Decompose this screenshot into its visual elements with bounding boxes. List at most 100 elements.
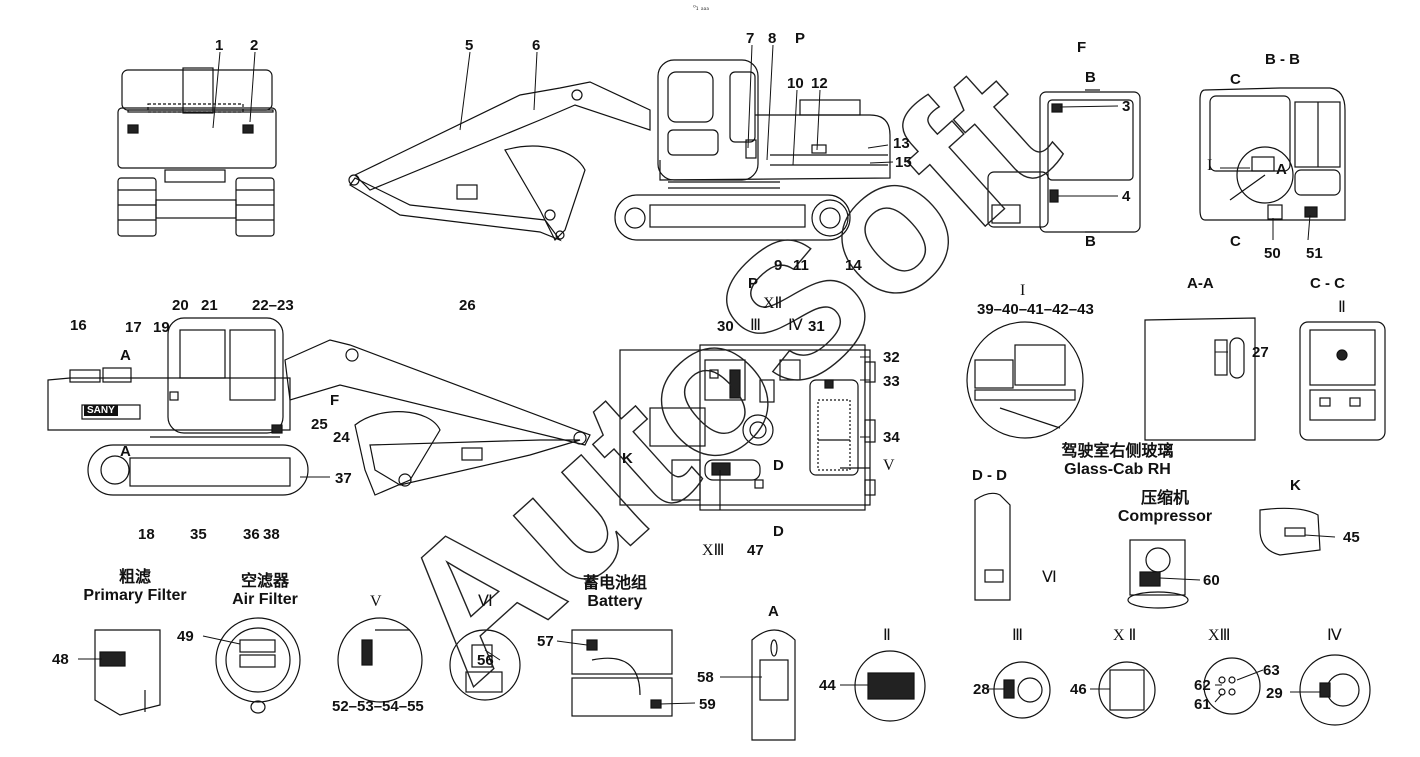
section-aa-panel bbox=[1144, 317, 1256, 441]
detail-xiii-figure bbox=[1203, 657, 1261, 715]
roman-iv-detail: Ⅳ bbox=[1327, 627, 1342, 644]
part-number-11: 11 bbox=[793, 257, 809, 274]
view-label-a-bottom: A bbox=[768, 603, 779, 620]
part-number-56: 56 bbox=[477, 652, 494, 669]
part-number-29: 29 bbox=[1266, 685, 1283, 702]
part-number-8: 8 bbox=[768, 30, 777, 47]
part-number-61: 61 bbox=[1194, 696, 1211, 713]
detail-ii-figure bbox=[854, 650, 926, 722]
view-label-k-right: K bbox=[1290, 477, 1301, 494]
air-filter-figure bbox=[215, 617, 301, 714]
roman-xii-detail: X Ⅱ bbox=[1113, 627, 1137, 644]
part-number-35: 35 bbox=[190, 526, 207, 543]
caption-battery-en: Battery bbox=[587, 592, 643, 610]
caption-battery-cn: 蓄电池组 bbox=[582, 575, 647, 592]
caption-compressor-en: Compressor bbox=[1117, 507, 1213, 525]
part-number-19: 19 bbox=[153, 319, 170, 336]
part-number-24: 24 bbox=[333, 429, 350, 446]
view-label-d-mid-top: D bbox=[773, 457, 784, 474]
part-number-45: 45 bbox=[1343, 529, 1360, 546]
cab-side-view-f bbox=[987, 89, 1141, 233]
view-label-k-mid: K bbox=[622, 450, 633, 467]
part-number-44: 44 bbox=[819, 677, 836, 694]
part-number-28: 28 bbox=[973, 681, 990, 698]
caption-air-en: Air Filter bbox=[232, 590, 298, 608]
detail-k bbox=[1259, 507, 1321, 556]
part-number-1: 1 bbox=[215, 37, 224, 54]
view-label-f-top: F bbox=[1077, 39, 1087, 56]
part-number-21: 21 bbox=[201, 297, 218, 314]
part-number-34: 34 bbox=[883, 429, 900, 446]
part-number-57: 57 bbox=[537, 633, 554, 650]
part-number-50: 50 bbox=[1264, 245, 1281, 262]
side-view-excavator-top bbox=[348, 59, 891, 242]
caption-primary-en: Primary Filter bbox=[83, 586, 187, 604]
caption-primary-filter: 粗滤 Primary Filter bbox=[70, 569, 200, 604]
part-number-25: 25 bbox=[311, 416, 328, 433]
caption-battery: 蓄电池组 Battery bbox=[565, 575, 665, 610]
part-number-27: 27 bbox=[1252, 344, 1269, 361]
view-label-cc: C - C bbox=[1310, 275, 1345, 292]
caption-compressor-cn: 压缩机 bbox=[1140, 490, 1189, 507]
view-label-d-mid-bottom: D bbox=[773, 523, 784, 540]
part-number-46: 46 bbox=[1070, 681, 1087, 698]
roman-i-top: I bbox=[1207, 157, 1213, 174]
section-dd bbox=[974, 492, 1011, 601]
part-number-48: 48 bbox=[52, 651, 69, 668]
roman-v-mid: V bbox=[883, 457, 895, 474]
part-number-38: 38 bbox=[263, 526, 280, 543]
view-label-bb: B - B bbox=[1265, 51, 1300, 68]
caption-air-cn: 空滤器 bbox=[240, 573, 289, 590]
part-number-52-55: 52–53–54–55 bbox=[332, 698, 424, 715]
view-label-p-mid: P bbox=[748, 275, 759, 292]
part-number-47: 47 bbox=[747, 542, 764, 559]
detail-iv-figure bbox=[1299, 654, 1371, 726]
caption-primary-cn: 粗滤 bbox=[118, 569, 151, 586]
part-number-26: 26 bbox=[459, 297, 476, 314]
part-number-5: 5 bbox=[465, 37, 474, 54]
roman-vi-dd: Ⅵ bbox=[1042, 569, 1057, 586]
detail-iii-figure bbox=[993, 661, 1051, 719]
caption-glass-en: Glass-Cab RH bbox=[1064, 460, 1171, 478]
caption-air-filter: 空滤器 Air Filter bbox=[215, 573, 315, 608]
part-number-20: 20 bbox=[172, 297, 189, 314]
part-number-37: 37 bbox=[335, 470, 352, 487]
leader-lines bbox=[78, 44, 1336, 705]
top-plan-view bbox=[619, 344, 876, 511]
view-label-a-left-top: A bbox=[120, 347, 131, 364]
part-number-3: 3 bbox=[1122, 98, 1131, 115]
caption-compressor: 压缩机 Compressor bbox=[1110, 490, 1220, 525]
part-number-60: 60 bbox=[1203, 572, 1220, 589]
part-number-9: 9 bbox=[774, 257, 783, 274]
part-number-15: 15 bbox=[895, 154, 912, 171]
detail-xii-figure bbox=[1098, 661, 1156, 719]
part-number-14: 14 bbox=[845, 257, 862, 274]
part-number-39-43: 39–40–41–42–43 bbox=[977, 301, 1094, 318]
part-number-59: 59 bbox=[699, 696, 716, 713]
roman-i-detail: I bbox=[1020, 282, 1026, 299]
part-number-30: 30 bbox=[717, 318, 734, 335]
part-number-12: 12 bbox=[811, 75, 828, 92]
roman-xiii-detail: XⅢ bbox=[1208, 627, 1231, 644]
sany-brand-decal: SANY bbox=[84, 405, 118, 416]
detail-i-glass bbox=[966, 321, 1084, 439]
part-number-22-23: 22–23 bbox=[252, 297, 294, 314]
part-number-63: 63 bbox=[1263, 662, 1280, 679]
view-label-b-top: B bbox=[1085, 69, 1096, 86]
part-number-16: 16 bbox=[70, 317, 87, 334]
roman-iii-detail: Ⅲ bbox=[1012, 627, 1024, 644]
part-number-2: 2 bbox=[250, 37, 259, 54]
part-number-18: 18 bbox=[138, 526, 155, 543]
roman-iii-mid: Ⅲ bbox=[750, 317, 762, 334]
roman-ii-cc: Ⅱ bbox=[1338, 299, 1346, 316]
cab-front-view-bb bbox=[1199, 87, 1346, 221]
part-number-49: 49 bbox=[177, 628, 194, 645]
roman-ii-detail: Ⅱ bbox=[883, 627, 891, 644]
side-view-excavator-middle bbox=[47, 317, 591, 496]
view-label-a-small: A bbox=[1276, 161, 1287, 178]
view-label-c-top: C bbox=[1230, 71, 1241, 88]
part-number-17: 17 bbox=[125, 319, 142, 336]
view-label-f-left: F bbox=[330, 392, 340, 409]
